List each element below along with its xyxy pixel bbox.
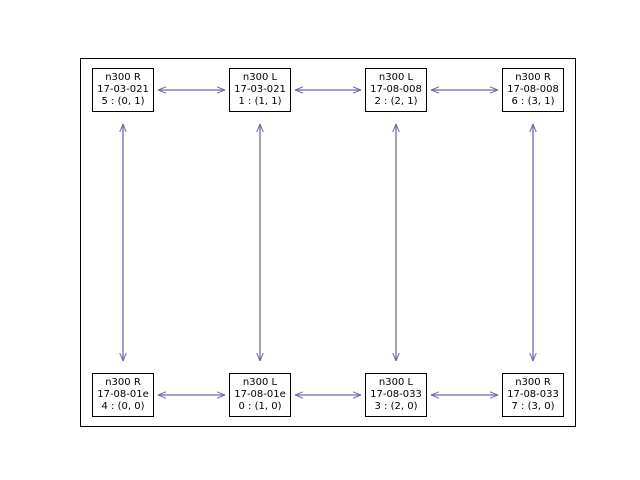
- node-label-serial: 17-08-01e: [97, 389, 149, 400]
- node-label-index: 6 : (3, 1): [511, 96, 555, 107]
- diagram-frame: [80, 58, 576, 427]
- node-label-type: n300 R: [105, 377, 141, 388]
- node-box: n300 R 17-08-01e 4 : (0, 0): [92, 373, 154, 417]
- node-label-serial: 17-03-021: [97, 84, 149, 95]
- node-label-index: 3 : (2, 0): [374, 401, 418, 412]
- node-label-index: 7 : (3, 0): [511, 401, 555, 412]
- node-label-serial: 17-08-008: [507, 84, 559, 95]
- node-label-serial: 17-08-033: [370, 389, 422, 400]
- node-box: n300 L 17-08-008 2 : (2, 1): [365, 68, 427, 112]
- node-label-index: 5 : (0, 1): [101, 96, 145, 107]
- node-label-index: 4 : (0, 0): [101, 401, 145, 412]
- node-box: n300 L 17-08-033 3 : (2, 0): [365, 373, 427, 417]
- node-label-index: 1 : (1, 1): [238, 96, 282, 107]
- node-label-serial: 17-08-01e: [234, 389, 286, 400]
- node-box: n300 R 17-08-033 7 : (3, 0): [502, 373, 564, 417]
- node-label-index: 2 : (2, 1): [374, 96, 418, 107]
- node-box: n300 R 17-03-021 5 : (0, 1): [92, 68, 154, 112]
- node-label-type: n300 L: [242, 72, 278, 83]
- node-label-serial: 17-08-033: [507, 389, 559, 400]
- node-box: n300 R 17-08-008 6 : (3, 1): [502, 68, 564, 112]
- node-label-type: n300 L: [378, 72, 414, 83]
- node-label-index: 0 : (1, 0): [238, 401, 282, 412]
- node-label-type: n300 R: [105, 72, 141, 83]
- node-box: n300 L 17-03-021 1 : (1, 1): [229, 68, 291, 112]
- node-label-serial: 17-03-021: [234, 84, 286, 95]
- node-label-type: n300 R: [515, 377, 551, 388]
- node-label-type: n300 L: [242, 377, 278, 388]
- node-label-serial: 17-08-008: [370, 84, 422, 95]
- node-box: n300 L 17-08-01e 0 : (1, 0): [229, 373, 291, 417]
- node-label-type: n300 R: [515, 72, 551, 83]
- node-label-type: n300 L: [378, 377, 414, 388]
